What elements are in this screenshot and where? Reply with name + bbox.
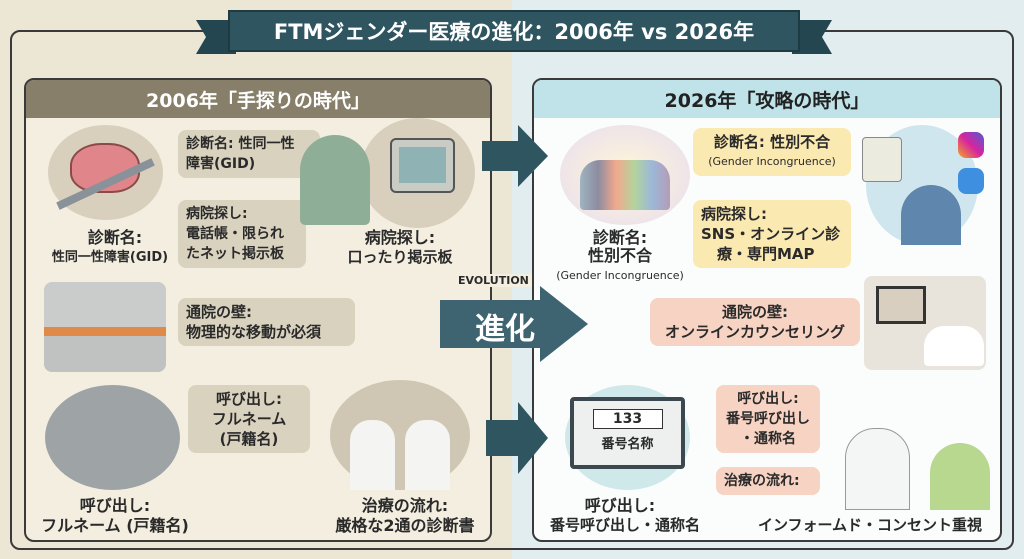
doctor-patient-illustration [835,398,1000,510]
right-diag-label-en: (Gender Incongruence) [556,269,684,282]
text: 通院の壁: [186,303,252,321]
online-counseling-illustration [864,276,986,370]
evolution-label-en: EVOLUTION [455,274,532,287]
right-hospital-box: 病院探し: SNS・オンライン診療・専門MAP [693,200,851,268]
text: (Gender Incongruence) [708,155,836,168]
right-treatment-box: 治療の流れ: [716,467,820,495]
left-treatment-label-title: 治療の流れ: [361,496,449,515]
text: 療・専門MAP [717,245,815,263]
left-diagnosis-box: 診断名: 性同一性障害(GID) [178,130,320,178]
text: 呼び出し: [216,390,282,408]
left-commute-box: 通院の壁: 物理的な移動が必須 [178,298,355,346]
queue-caption: 番号名称 [601,437,654,452]
page-title: FTMジェンダー医療の進化：2006年 vs 2026年 [228,10,800,52]
left-diag-label-title: 診断名: [87,228,143,247]
left-hospital-label-title: 病院探し: [364,228,436,247]
left-call-bubble: 呼び出し: フルネーム (戸籍名) [188,385,310,453]
text: 病院探し: [701,205,767,223]
person-reading-book-illustration [300,135,370,225]
text: 病院探し: [186,206,248,222]
text: (戸籍名) [219,430,279,448]
right-treatment-label: インフォームド・コンセント重視 [757,516,983,534]
left-call-label-value: フルネーム (戸籍名) [41,516,189,535]
arrow-bottom-icon [486,402,548,474]
queue-number: 133 [592,409,663,429]
panel-2006-header: 2006年「手探りの時代」 [26,80,490,118]
text: 電話帳・限られ [186,226,284,242]
text: 診断名: 性別不合 [713,133,831,151]
text: フルネーム [211,410,287,428]
right-diag-label-title: 診断名: [592,228,648,247]
megaphone-crowd-illustration [45,385,180,490]
text: オンラインカウンセリング [664,323,845,341]
right-diagnosis-box: 診断名: 性別不合 (Gender Incongruence) [693,128,851,176]
right-call-box: 呼び出し: 番号呼び出し・通称名 [716,385,820,453]
left-hospital-label-value: 口ったり掲示板 [347,248,453,266]
text: 番号呼び出し [726,411,810,427]
instagram-icon [958,132,984,158]
diverse-people-illustration [560,125,690,225]
evolution-label-jp: 進化 [475,312,535,347]
text: SNS・オンライン診 [701,225,841,243]
panel-2026-header: 2026年「攻略の時代」 [534,80,1000,118]
right-commute-box: 通院の壁: オンラインカウンセリング [650,298,860,346]
doctors-illustration [330,380,470,490]
evolution-arrow-icon [440,286,588,362]
right-call-label-value: 番号呼び出し・通称名 [549,516,700,534]
left-hospital-box: 病院探し: 電話帳・限られたネット掲示板 [178,200,306,268]
left-diag-label-value: 性同一性障害(GID) [51,250,169,265]
user-icon [958,168,984,194]
train-illustration [44,282,166,372]
computer-illustration [360,118,475,228]
text: たネット掲示板 [186,246,284,262]
right-call-label-title: 呼び出し: [584,496,656,515]
brain-chains-illustration [48,125,163,220]
text: ・通称名 [740,431,796,447]
text: 物理的な移動が必須 [186,323,322,341]
arrow-top-icon [482,125,548,187]
text: 呼び出し: [737,391,799,407]
text: 通院の壁: [722,303,788,321]
left-call-label-title: 呼び出し: [79,496,151,515]
right-diag-label-value: 性別不合 [587,246,652,265]
number-display-illustration: 133 番号名称 [565,385,690,490]
left-treatment-label-value: 厳格な2通の診断書 [335,516,475,535]
text: 診断名: 性同一性 [186,136,295,152]
text: 障害(GID) [186,156,256,172]
